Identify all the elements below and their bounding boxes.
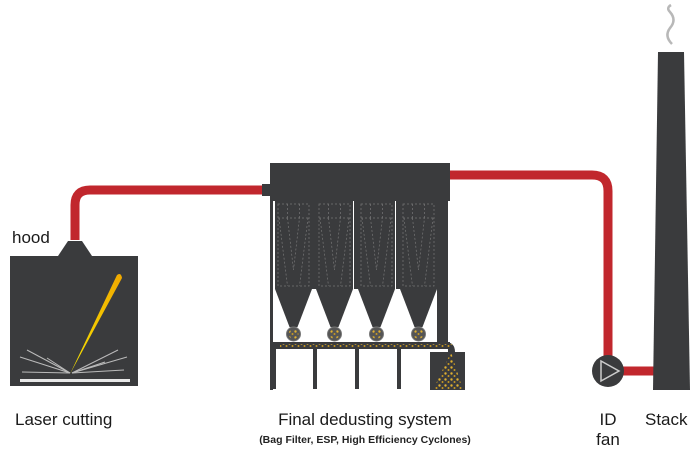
id-fan: [592, 355, 624, 387]
stack: [653, 52, 690, 390]
filter-module: [358, 201, 395, 289]
hopper-cone: [275, 289, 312, 327]
duct-filter-to-fan: [448, 170, 613, 356]
sparks: [19, 349, 128, 374]
laser-cutting-label: Laser cutting: [15, 410, 113, 429]
hopper-cone: [358, 289, 395, 327]
hopper-cone: [400, 289, 437, 327]
laser-cutting-unit: [10, 241, 138, 386]
hood-label: hood: [12, 228, 50, 247]
dedusting-system: [262, 163, 465, 390]
filter-module: [316, 201, 353, 289]
final-dedusting-sublabel: (Bag Filter, ESP, High Efficiency Cyclon…: [259, 434, 471, 446]
filter-module: [400, 201, 437, 289]
smoke: [666, 3, 675, 45]
final-dedusting-label: Final dedusting system: [278, 410, 452, 429]
hopper-cone: [316, 289, 353, 327]
stack-label: Stack: [645, 410, 688, 429]
duct-hood-to-filter: [70, 185, 272, 240]
laser-beam: [70, 274, 122, 374]
hood: [58, 241, 92, 256]
id-fan-label-1: ID: [599, 410, 617, 429]
filter-module: [275, 201, 312, 289]
id-fan-label-2: fan: [596, 430, 620, 449]
